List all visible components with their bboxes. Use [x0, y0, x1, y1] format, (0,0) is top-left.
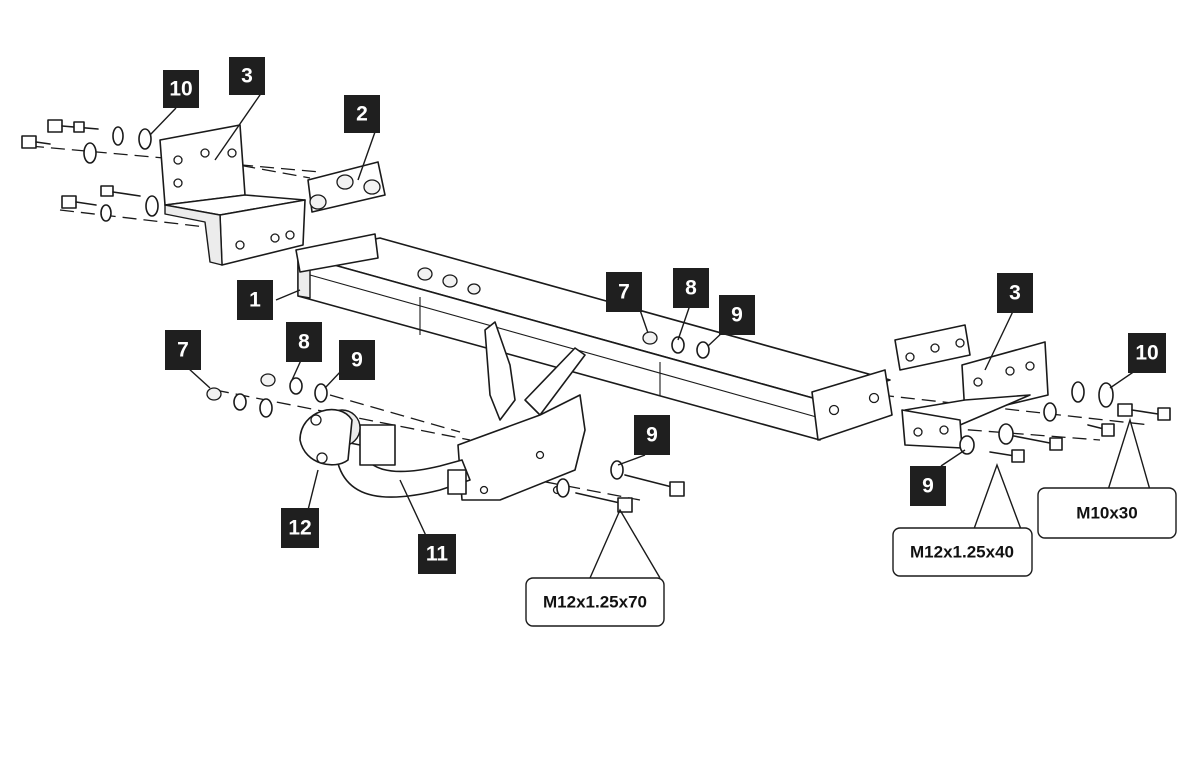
tag-11: 11: [418, 534, 456, 574]
tag-1: 1: [237, 280, 273, 320]
left-fastener-stack: [21, 119, 159, 222]
spec-label-m12-40: M12x1.25x40: [910, 543, 1014, 562]
tag-label: 9: [922, 475, 934, 498]
tag-label: 2: [356, 103, 368, 126]
tag-label: 8: [298, 331, 310, 354]
tag-8-center: 8: [673, 268, 709, 308]
tag-3-left: 3: [229, 57, 265, 95]
tag-label: 3: [241, 65, 253, 88]
spec-label-m10-30: M10x30: [1076, 504, 1137, 523]
center-fasteners: [642, 331, 710, 359]
left-bracket: [159, 124, 306, 266]
tag-label: 3: [1009, 282, 1021, 305]
tag-2: 2: [344, 95, 380, 133]
tag-8-left: 8: [286, 322, 322, 362]
tag-label: 7: [177, 339, 189, 362]
beam-right-end-plate: [811, 369, 893, 441]
tag-9-right: 9: [910, 466, 946, 506]
tag-label: 8: [685, 277, 697, 300]
spec-callout-m12-70: M12x1.25x70: [525, 577, 665, 627]
spec-label-m12-70: M12x1.25x70: [543, 593, 647, 612]
tag-label: 9: [731, 304, 743, 327]
spec-callout-m10-30: M10x30: [1037, 487, 1177, 539]
tag-9-lower: 9: [634, 415, 670, 455]
left-plate: [307, 161, 386, 213]
tag-10-right: 10: [1128, 333, 1166, 373]
tag-3-right: 3: [997, 273, 1033, 313]
leader-lines: [149, 91, 1151, 579]
tag-9-center: 9: [719, 295, 755, 335]
socket-plate: [299, 408, 353, 466]
tag-12: 12: [281, 508, 319, 548]
tag-7-left: 7: [165, 330, 201, 370]
main-cross-beam: [295, 233, 891, 441]
tag-label: 10: [169, 78, 192, 101]
spec-callout-m12-40: M12x1.25x40: [892, 527, 1033, 577]
tag-label: 9: [646, 424, 658, 447]
tag-9-left: 9: [339, 340, 375, 380]
tag-label: 9: [351, 349, 363, 372]
beam-top-nuts: [417, 267, 481, 295]
tag-label: 11: [426, 543, 449, 566]
tag-label: 10: [1135, 342, 1158, 365]
lower-bolts: [556, 460, 685, 513]
tag-7-center: 7: [606, 272, 642, 312]
tag-10-left: 10: [163, 70, 199, 108]
right-bracket: [894, 324, 1049, 449]
tag-label: 12: [288, 517, 311, 540]
tag-label: 1: [249, 289, 261, 312]
left-small-fasteners: [206, 373, 328, 418]
right-fastener-stack: [959, 381, 1171, 463]
tag-label: 7: [618, 281, 630, 304]
